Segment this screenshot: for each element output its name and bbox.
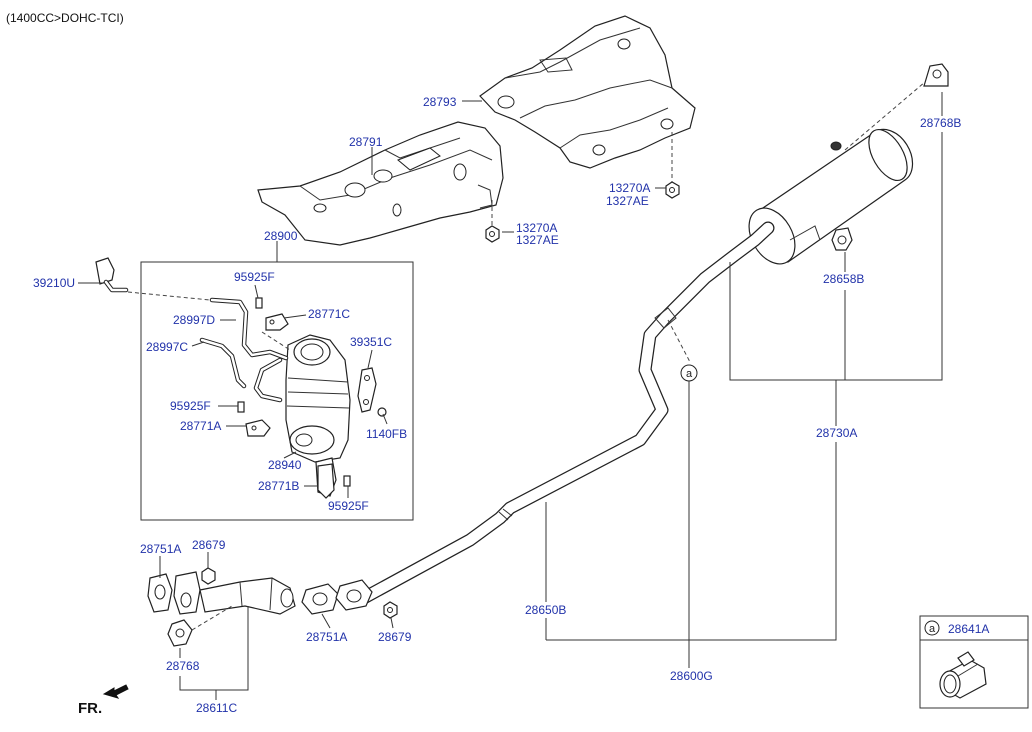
label-28997c: 28997C (146, 340, 188, 354)
label-28940: 28940 (268, 458, 302, 472)
label-28793: 28793 (423, 95, 457, 109)
callout-circle-icon (924, 620, 940, 636)
label-28730a: 28730A (816, 426, 857, 440)
label-28600g: 28600G (670, 669, 713, 683)
label-95925f-bottom: 95925F (328, 499, 369, 513)
label-28650b: 28650B (525, 603, 566, 617)
label-28771b: 28771B (258, 479, 299, 493)
label-1327ae-front: 1327AE (516, 233, 559, 247)
svg-text:a: a (686, 368, 693, 380)
leader-lines (78, 92, 943, 700)
label-39210u: 39210U (33, 276, 75, 290)
catalytic-converter-28940 (285, 334, 351, 497)
rear-muffler (748, 128, 914, 265)
label-13270a-front: 13270A (516, 221, 557, 235)
label-1327ae-rear: 1327AE (606, 194, 649, 208)
label-28997d: 28997D (173, 313, 215, 327)
label-28611c: 28611C (196, 701, 237, 715)
fr-label: FR. (78, 700, 102, 717)
callout-a-legend-box: a 28641A (919, 615, 1029, 709)
nut-28679-rear (383, 601, 398, 619)
rear-heat-shield (479, 15, 696, 169)
hanger-rubber-28658b (831, 227, 853, 251)
muffler-hanger-28768b (923, 63, 949, 87)
label-39351c: 39351C (350, 335, 392, 349)
label-1140fb: 1140FB (366, 427, 407, 441)
label-28751a-front: 28751A (140, 542, 181, 556)
label-13270a-rear: 13270A (609, 181, 650, 195)
nut-13270a-rear (665, 181, 680, 199)
stud-95925f (237, 297, 351, 487)
label-28658b: 28658B (823, 272, 864, 286)
front-pipe-assembly (147, 571, 296, 647)
label-28768: 28768 (166, 659, 200, 673)
label-28641a: 28641A (948, 622, 989, 636)
oxygen-sensor-tubes (199, 297, 289, 403)
gasket-28771a (245, 419, 271, 437)
front-direction-arrow-icon (102, 684, 129, 699)
label-28751a-rear: 28751A (306, 630, 347, 644)
label-28771c: 28771C (308, 307, 350, 321)
engine-variant-title: (1400CC>DOHC-TCI) (6, 11, 124, 25)
label-28679-front: 28679 (192, 538, 226, 552)
pipe-flange-gasket (301, 579, 373, 615)
gasket-28771c (265, 313, 289, 331)
bolt-1140fb (377, 407, 387, 417)
gasket-28771b (317, 463, 335, 499)
front-heat-shield (257, 121, 504, 246)
label-28791: 28791 (349, 135, 383, 149)
bracket-39351c (357, 367, 377, 413)
label-95925f-mid: 95925F (170, 399, 211, 413)
label-28768b: 28768B (920, 116, 961, 130)
label-28771a-box: 28771A (180, 419, 221, 433)
label-28679-rear: 28679 (378, 630, 412, 644)
center-exhaust-pipe (353, 221, 775, 607)
label-28900: 28900 (264, 229, 298, 243)
nut-28679-front (201, 567, 216, 585)
nut-13270a-front (485, 225, 500, 243)
callout-a: a (680, 364, 698, 382)
svg-text:a: a (929, 623, 936, 635)
oxygen-sensor-39210u (95, 257, 129, 293)
pipe-clamp-28641a (939, 651, 987, 699)
label-95925f-top: 95925F (234, 270, 275, 284)
front-direction-indicator: FR. (78, 684, 129, 717)
